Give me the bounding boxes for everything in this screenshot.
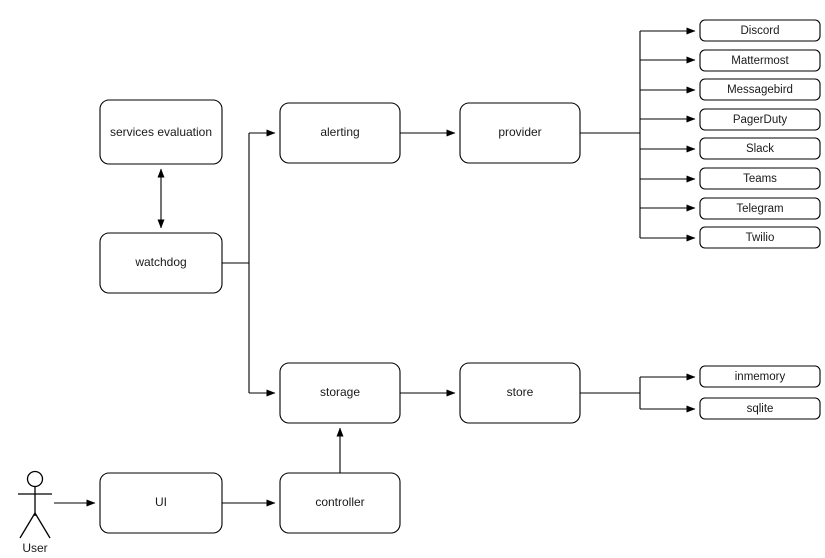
node-label: Discord [741,25,780,37]
node-inmemory[interactable]: inmemory [699,365,821,388]
node-label: controller [315,495,364,509]
actor-left-leg-line [19,512,36,539]
node-box[interactable] [699,137,821,160]
node-box[interactable] [99,472,223,534]
node-sqlite[interactable]: sqlite [699,397,821,420]
actor-head-icon [26,470,44,488]
node-watchdog[interactable]: watchdog [99,232,223,294]
node-label: alerting [320,125,359,139]
node-box[interactable] [99,99,223,165]
node-label: watchdog [134,255,186,269]
node-services-evaluation[interactable]: services evaluation [99,99,223,165]
node-slack[interactable]: Slack [699,137,821,160]
node-messagebird[interactable]: Messagebird [699,78,821,101]
node-box[interactable] [459,102,581,164]
node-label: Mattermost [731,55,789,67]
node-label: PagerDuty [733,114,788,126]
node-box[interactable] [279,102,401,164]
node-box[interactable] [699,167,821,190]
node-label: storage [320,385,360,399]
node-label: inmemory [735,371,786,383]
node-label: provider [498,125,541,139]
node-box[interactable] [699,397,821,420]
node-label: Teams [743,173,777,185]
node-ui[interactable]: UI [99,472,223,534]
node-label: store [507,385,534,399]
node-box[interactable] [459,362,581,424]
node-box[interactable] [699,197,821,220]
node-mattermost[interactable]: Mattermost [699,49,821,72]
node-label: Twilio [746,232,775,244]
node-box[interactable] [279,362,401,424]
node-discord[interactable]: Discord [699,19,821,42]
edge-layer [54,27,696,507]
node-box[interactable] [699,365,821,388]
node-provider[interactable]: provider [459,102,581,164]
node-controller[interactable]: controller [279,472,401,534]
node-label: Telegram [736,203,783,215]
node-label: Messagebird [727,84,793,96]
node-label: UI [155,495,167,509]
node-box[interactable] [699,19,821,42]
actor-label: User [22,541,47,555]
node-storage[interactable]: storage [279,362,401,424]
node-pagerduty[interactable]: PagerDuty [699,108,821,131]
actor-right-leg-line [34,512,51,539]
node-box[interactable] [279,472,401,534]
node-box[interactable] [699,78,821,101]
node-box[interactable] [699,49,821,72]
node-box[interactable] [699,108,821,131]
node-store[interactable]: store [459,362,581,424]
node-box[interactable] [699,226,821,249]
node-box[interactable] [99,232,223,294]
node-alerting[interactable]: alerting [279,102,401,164]
node-teams[interactable]: Teams [699,167,821,190]
node-label: services evaluation [110,125,212,139]
node-twilio[interactable]: Twilio [699,226,821,249]
node-telegram[interactable]: Telegram [699,197,821,220]
node-label: sqlite [747,403,774,415]
node-label: Slack [746,143,774,155]
user-actor[interactable]: User [18,470,52,556]
